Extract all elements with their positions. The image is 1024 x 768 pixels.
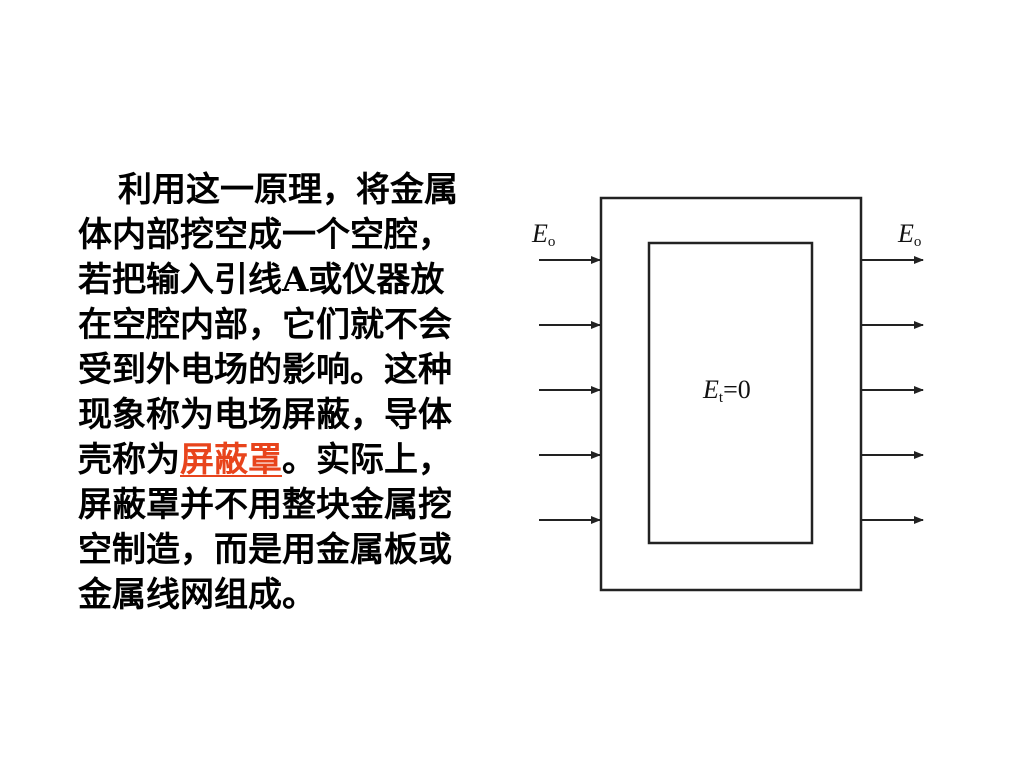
right-field-arrows [862, 256, 924, 524]
paragraph-line-8: 屏蔽罩并不用整块金属挖 [78, 485, 452, 525]
left-field-arrows [539, 256, 601, 524]
paragraph-line-6: 现象称为电场屏蔽，导体 [78, 395, 452, 435]
paragraph-line-7: 壳称为屏蔽罩。实际上， [78, 438, 498, 483]
left-field-subscript: o [548, 234, 556, 250]
right-field-label: Eo [897, 219, 921, 250]
inner-cavity-boundary [647, 241, 814, 545]
paragraph-line-2: 体内部挖空成一个空腔， [78, 215, 452, 255]
inner-field-symbol: E [702, 375, 719, 404]
explanation-paragraph: 利用这一原理，将金属 体内部挖空成一个空腔， 若把输入引线A或仪器放 在空腔内部… [78, 168, 498, 618]
inner-field-label: Et=0 [702, 375, 751, 406]
paragraph-line-4: 在空腔内部，它们就不会 [78, 305, 452, 345]
right-field-symbol: E [897, 219, 914, 248]
left-field-symbol: E [531, 219, 548, 248]
paragraph-line-10: 金属线网组成。 [78, 575, 316, 615]
paragraph-line-1: 利用这一原理，将金属 [118, 170, 458, 210]
inner-field-value: =0 [723, 375, 751, 404]
outer-shell-boundary [599, 196, 863, 592]
paragraph-line-7-before: 壳称为 [78, 440, 180, 480]
shielding-cover-link[interactable]: 屏蔽罩 [180, 440, 282, 480]
paragraph-line-5: 受到外电场的影响。这种 [78, 350, 452, 390]
shielding-diagram-svg: Eo Eo Et=0 [531, 196, 924, 592]
paragraph-line-7-after: 。实际上， [282, 440, 452, 480]
inner-field-subscript: t [719, 390, 724, 406]
right-field-subscript: o [914, 234, 922, 250]
paragraph-line-9: 空制造，而是用金属板或 [78, 530, 452, 570]
paragraph-line-3: 若把输入引线A或仪器放 [78, 260, 445, 300]
left-field-label: Eo [531, 219, 555, 250]
shielding-diagram: Eo Eo Et=0 [520, 180, 950, 610]
